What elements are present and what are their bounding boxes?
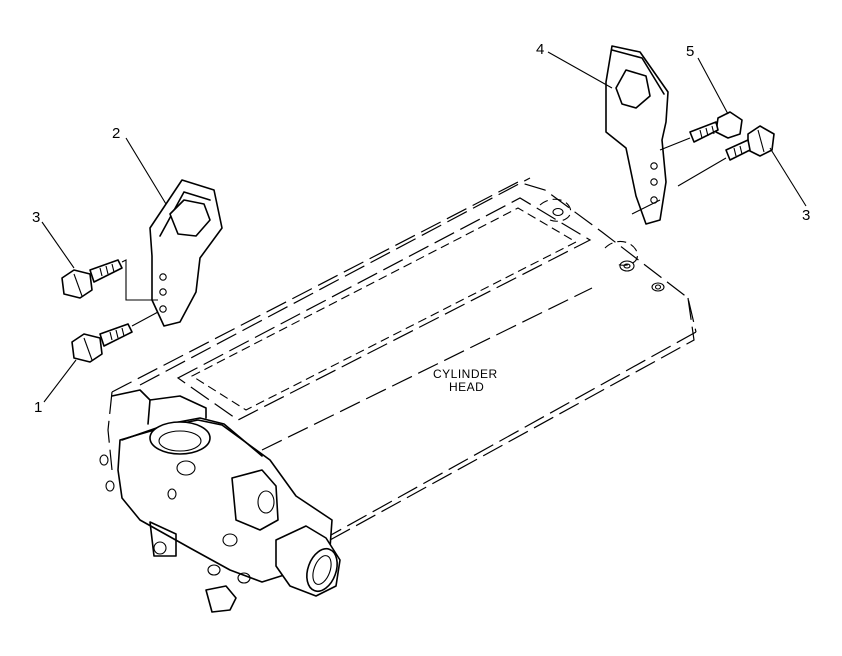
callout-3-right: 3 <box>802 207 810 224</box>
bolt-left-upper <box>61 259 158 301</box>
bolt-right-upper <box>659 111 743 151</box>
callout-1: 1 <box>34 399 42 416</box>
bolt-left-lower <box>71 311 159 363</box>
callout-2: 2 <box>112 125 120 142</box>
cylinder-head-label-line1: CYLINDER <box>433 367 498 381</box>
bracket-right <box>605 45 669 225</box>
callout-3-left: 3 <box>32 209 40 226</box>
bracket-left <box>149 179 223 327</box>
leader-lines <box>41 51 807 403</box>
head-holes <box>552 207 665 292</box>
cylinder-head-outline <box>107 177 697 543</box>
cylinder-head-label-line2: HEAD <box>449 380 484 394</box>
bolt-right-lower <box>631 125 775 215</box>
callout-4: 4 <box>536 41 544 58</box>
thermostat-housing <box>99 389 341 613</box>
callout-5: 5 <box>686 43 694 60</box>
